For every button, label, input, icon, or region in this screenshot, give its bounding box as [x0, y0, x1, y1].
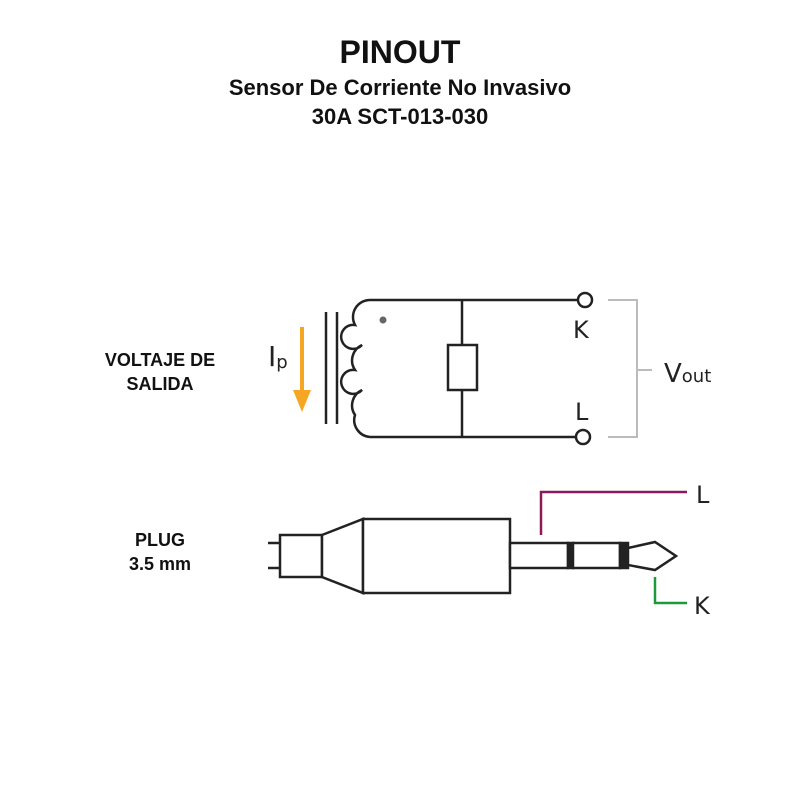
subtitle-line1: Sensor De Corriente No Invasivo [228, 75, 572, 100]
voltage-label: VOLTAJE DE SALIDA [80, 348, 240, 396]
wire-l-line [539, 490, 687, 535]
coil [340, 298, 371, 439]
current-arrow [293, 327, 311, 412]
current-label: Ip [268, 340, 288, 373]
cable-strain-relief [278, 533, 324, 579]
vout-bracket [608, 299, 652, 438]
wire-k-line [653, 577, 687, 605]
plug-sleeve [508, 541, 570, 570]
plug-l-label: L [696, 481, 710, 509]
plug-ring [571, 541, 622, 570]
plug-label-line1: PLUG [134, 530, 185, 550]
polarity-dot [379, 316, 387, 324]
terminal-k-label: K [573, 316, 590, 344]
terminal-k [576, 291, 594, 309]
page-title: PINOUT [339, 34, 461, 70]
plug-drawing [268, 517, 679, 595]
subtitle-line2: 30A SCT-013-030 [311, 104, 489, 129]
plug-body [361, 517, 512, 595]
burden-resistor [446, 343, 479, 392]
circuit-schematic [324, 291, 652, 446]
terminal-l-label: L [575, 398, 589, 426]
plug-k-label: K [694, 592, 711, 620]
voltage-label-line1: VOLTAJE DE [104, 350, 216, 370]
plug-cone [320, 517, 365, 595]
plug-label: PLUG 3.5 mm [80, 528, 240, 576]
plug-label-line2: 3.5 mm [128, 554, 192, 574]
vout-label: Vout [664, 359, 711, 389]
plug-tip [626, 540, 679, 572]
arrow-down-icon [293, 390, 311, 412]
terminal-l [574, 428, 592, 446]
voltage-label-line2: SALIDA [126, 374, 194, 394]
